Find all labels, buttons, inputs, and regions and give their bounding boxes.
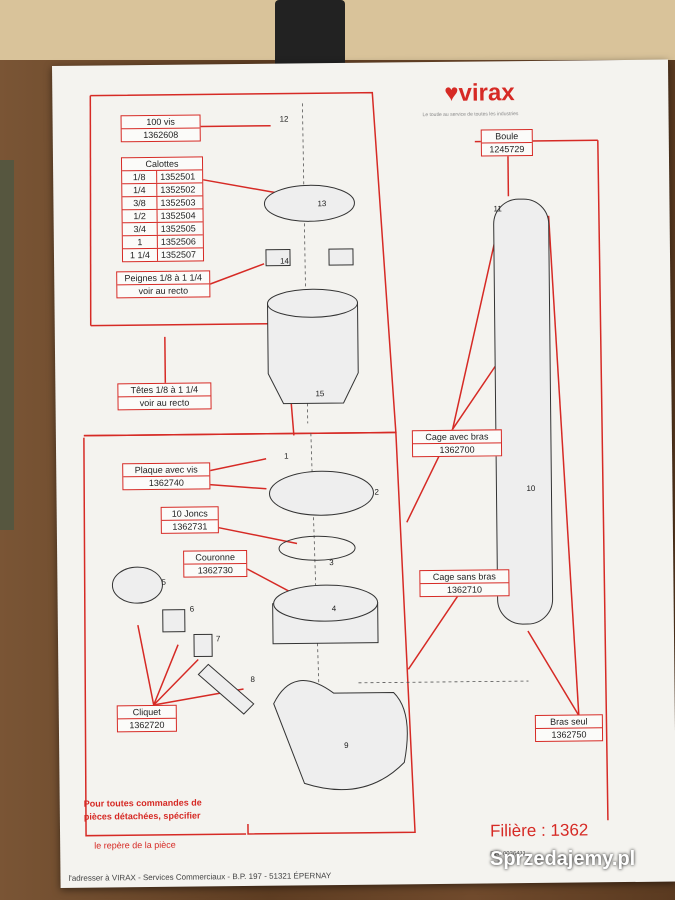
black-pipe xyxy=(275,0,345,70)
label-8: 8 xyxy=(250,675,255,684)
label-10: 10 xyxy=(526,484,536,493)
label-12: 12 xyxy=(280,115,290,124)
label-3: 3 xyxy=(329,558,334,567)
vis-box: 100 vis 1362608 xyxy=(120,114,201,143)
boule-box: Boule 1245729 xyxy=(480,128,533,157)
product-title: Filière : 1362 xyxy=(489,820,589,841)
label-6: 6 xyxy=(190,605,195,614)
label-1: 1 xyxy=(284,452,289,461)
peignes-box: Peignes 1/8 à 1 1/4 voir au recto xyxy=(116,270,211,299)
label-14: 14 xyxy=(280,257,290,266)
label-9: 9 xyxy=(344,741,349,750)
tetes-box: Têtes 1/8 à 1 1/4 voir au recto xyxy=(117,382,212,411)
label-15: 15 xyxy=(315,389,325,398)
label-2: 2 xyxy=(374,488,379,497)
green-object xyxy=(0,160,14,530)
cage-avec-bras-box: Cage avec bras 1362700 xyxy=(411,429,503,458)
site-watermark: Sprzedajemy.pl xyxy=(490,848,636,870)
label-13: 13 xyxy=(317,199,327,208)
label-7: 7 xyxy=(216,634,221,643)
order-note: Pour toutes commandes de pièces détachée… xyxy=(83,797,202,822)
plaque-box: Plaque avec vis 1362740 xyxy=(122,462,211,491)
label-5: 5 xyxy=(161,578,166,587)
parts-sheet: ♥virax Le toutle au service de toutes le… xyxy=(52,59,675,888)
cage-sans-bras-box: Cage sans bras 1362710 xyxy=(419,569,510,598)
joncs-box: 10 Joncs 1362731 xyxy=(160,506,219,534)
bras-seul-box: Bras seul 1362750 xyxy=(534,714,604,742)
label-11: 11 xyxy=(493,204,502,213)
order-note-2: le repère de la pièce xyxy=(94,839,176,851)
exploded-diagram: 12 13 14 15 1 2 3 4 5 6 7 8 9 10 11 xyxy=(83,91,609,837)
label-4: 4 xyxy=(332,604,337,613)
cliquet-box: Cliquet 1362720 xyxy=(116,704,177,733)
couronne-box: Couronne 1362730 xyxy=(183,549,248,578)
